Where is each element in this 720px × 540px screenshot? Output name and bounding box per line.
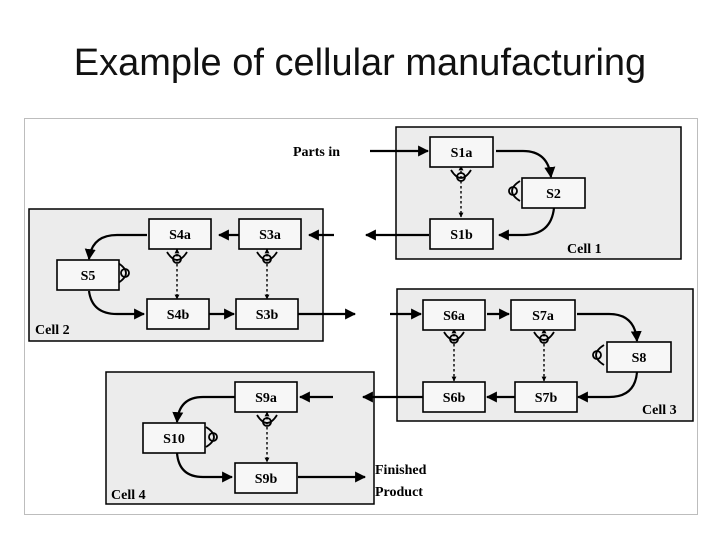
station-s7b: S7b [514,381,578,413]
svg-text:S5: S5 [81,269,96,284]
cell-4-label: Cell 4 [111,488,146,503]
arrow-s2-s1b [497,207,556,241]
svg-text:S4a: S4a [169,228,191,243]
station-s2: S2 [521,177,586,209]
station-s8: S8 [606,341,672,373]
arrow-s8-s7b [576,371,639,403]
svg-text:S7a: S7a [532,309,554,324]
slide-title: Example of cellular manufacturing [73,42,647,84]
svg-text:S2: S2 [546,187,561,202]
svg-text:S9a: S9a [255,391,277,406]
svg-text:S6a: S6a [443,309,465,324]
arrow-s7a-s8 [577,312,642,343]
arrow-s10-s9b [175,452,234,483]
station-s6a: S6a [422,299,486,331]
worker-icon [592,344,605,366]
worker-icon [443,331,465,344]
station-s1b: S1b [429,218,494,250]
worker-icon [166,251,188,264]
station-s1a: S1a [429,136,494,168]
cellular-manufacturing-diagram: S1a S2 S1b S3a S4a S5 S4b S3b S6a S7a S8 [24,118,698,515]
diagram-svg: S1a S2 S1b S3a S4a S5 S4b S3b S6a S7a S8 [28,126,694,505]
svg-text:S1b: S1b [450,228,473,243]
flow-arrows [84,145,642,483]
station-s4a: S4a [148,218,212,250]
svg-text:S7b: S7b [535,391,558,406]
svg-text:S8: S8 [632,351,647,366]
svg-text:S1a: S1a [451,146,473,161]
worker-links [174,165,547,463]
arrow-s5-s4b [87,290,146,320]
svg-text:S3a: S3a [259,228,281,243]
svg-text:S3b: S3b [256,308,279,323]
svg-text:S6b: S6b [443,391,466,406]
station-s4b: S4b [146,298,210,330]
worker-icon [256,414,278,427]
parts-in-label: Parts in [293,145,340,160]
arrow-s9a-s10 [172,395,235,424]
finished-product-label-line1: Finished [375,463,427,478]
station-s9b: S9b [234,462,298,494]
station-s3a: S3a [238,218,302,250]
svg-text:S4b: S4b [167,308,190,323]
station-s9a: S9a [234,381,298,413]
worker-icon [450,169,472,182]
svg-text:S10: S10 [163,432,185,447]
cell-3-label: Cell 3 [642,403,677,418]
worker-icon [256,251,278,264]
station-s5: S5 [56,259,120,291]
worker-icon [508,180,521,202]
station-s3b: S3b [235,298,299,330]
arrow-s1a-s2 [496,149,556,179]
arrow-s4a-s5 [84,233,147,261]
station-s10: S10 [142,422,206,454]
svg-text:S9b: S9b [255,472,278,487]
cell-2-label: Cell 2 [35,323,70,338]
finished-product-label-line2: Product [375,485,423,500]
station-s7a: S7a [510,299,576,331]
worker-icon [205,426,218,448]
cell-1-label: Cell 1 [567,242,602,257]
worker-icon [533,331,555,344]
worker-icon [117,262,130,284]
station-s6b: S6b [422,381,486,413]
